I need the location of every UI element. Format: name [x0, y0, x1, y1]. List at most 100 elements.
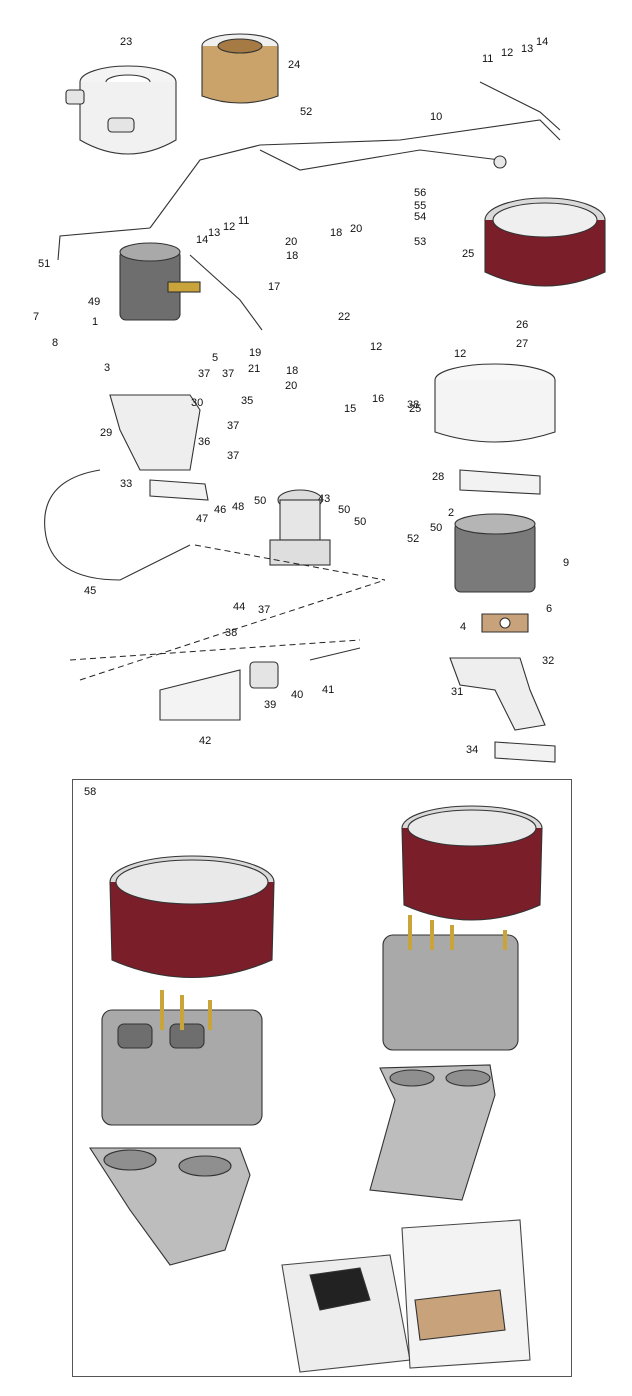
callout: 13 [208, 227, 220, 239]
callout: 22 [338, 311, 350, 323]
callout: 12 [501, 47, 513, 59]
callout: 18 [330, 227, 342, 239]
callout: 43 [318, 493, 330, 505]
callout: 34 [466, 744, 478, 756]
inset-carburetor-left [101, 990, 263, 1126]
kit-inset-frame [72, 779, 572, 1377]
callout: 31 [451, 686, 463, 698]
callout: 41 [322, 684, 334, 696]
gasket-34 [494, 741, 556, 763]
callout: 50 [254, 495, 266, 507]
callout: 12 [370, 341, 382, 353]
pump-pushrod-group [159, 647, 361, 721]
throttle-linkage-rod [57, 119, 561, 331]
callout: 53 [414, 236, 426, 248]
inset-hardware-bag [281, 1254, 411, 1373]
callout: 27 [516, 338, 528, 350]
callout: 24 [288, 59, 300, 71]
callout: 20 [285, 380, 297, 392]
callout: 48 [232, 501, 244, 513]
callout: 25 [462, 248, 474, 260]
callout: 45 [84, 585, 96, 597]
fuel-pump [269, 489, 331, 566]
callout: 50 [338, 504, 350, 516]
inset-carburetor-right [382, 915, 519, 1051]
dual-carburetor-right [454, 513, 536, 593]
callout: 38 [225, 627, 237, 639]
callout: 6 [546, 603, 552, 615]
inset-air-filter-left [109, 855, 275, 979]
inset-manifold-right [369, 1064, 496, 1201]
callout: 15 [344, 403, 356, 415]
callout: 14 [196, 234, 208, 246]
callout: 20 [350, 223, 362, 235]
inset-air-filter-right [401, 805, 543, 921]
callout: 25 [409, 403, 421, 415]
callout: 28 [432, 471, 444, 483]
callout: 56 [414, 187, 426, 199]
callout: 37 [227, 420, 239, 432]
fuel-line-46 [44, 469, 191, 581]
dashed-guide-lines [69, 544, 386, 681]
callout: 2 [448, 507, 454, 519]
callout: 54 [414, 211, 426, 223]
kit-inset-number: 58 [84, 786, 97, 798]
carburetor-single [119, 242, 201, 321]
inset-gasket-bag [401, 1219, 531, 1369]
manifold-right-31 [449, 657, 546, 731]
callout: 37 [198, 368, 210, 380]
callout: 11 [482, 53, 493, 65]
callout: 20 [285, 236, 297, 248]
callout: 12 [223, 221, 235, 233]
callout: 46 [214, 504, 226, 516]
callout: 23 [120, 36, 132, 48]
gasket-4 [481, 613, 529, 633]
callout: 3 [104, 362, 110, 374]
manifold-left [109, 394, 201, 471]
callout: 18 [286, 365, 298, 377]
callout: 52 [300, 106, 312, 118]
callout: 37 [227, 450, 239, 462]
callout: 47 [196, 513, 208, 525]
callout: 42 [199, 735, 211, 747]
callout: 16 [372, 393, 384, 405]
callout: 33 [120, 478, 132, 490]
callout: 49 [88, 296, 100, 308]
callout: 13 [521, 43, 533, 55]
callout: 38 [407, 399, 419, 411]
callout: 50 [354, 516, 366, 528]
callout: 55 [414, 200, 426, 212]
bracket-small [479, 81, 561, 131]
callout: 50 [430, 522, 442, 534]
callout: 30 [191, 397, 203, 409]
callout: 37 [222, 368, 234, 380]
callout: 18 [286, 250, 298, 262]
callout: 12 [454, 348, 466, 360]
callout-labels: 1 2 3 4 5 6 7 8 9 10 11 11 12 12 12 12 1… [33, 36, 569, 756]
callout: 19 [249, 347, 261, 359]
callout: 4 [460, 621, 466, 633]
callout: 5 [212, 352, 218, 364]
air-filter-right-top [484, 197, 606, 287]
callout: 7 [33, 311, 39, 323]
callout: 26 [516, 319, 528, 331]
callout: 9 [563, 557, 569, 569]
callout: 36 [198, 436, 210, 448]
callout: 14 [536, 36, 548, 48]
callout: 32 [542, 655, 554, 667]
manifold-gasket-28 [459, 469, 541, 495]
callout: 1 [92, 316, 98, 328]
callout: 35 [241, 395, 253, 407]
callout: 52 [407, 533, 419, 545]
callout: 10 [430, 111, 442, 123]
callout: 8 [52, 337, 58, 349]
callout: 40 [291, 689, 303, 701]
callout: 39 [264, 699, 276, 711]
callout: 21 [248, 363, 260, 375]
air-cleaner-housing [65, 65, 177, 155]
air-cleaner-cover-right [434, 363, 556, 443]
gasket-33 [149, 479, 209, 501]
callout: 11 [238, 215, 249, 227]
callout: 37 [258, 604, 270, 616]
